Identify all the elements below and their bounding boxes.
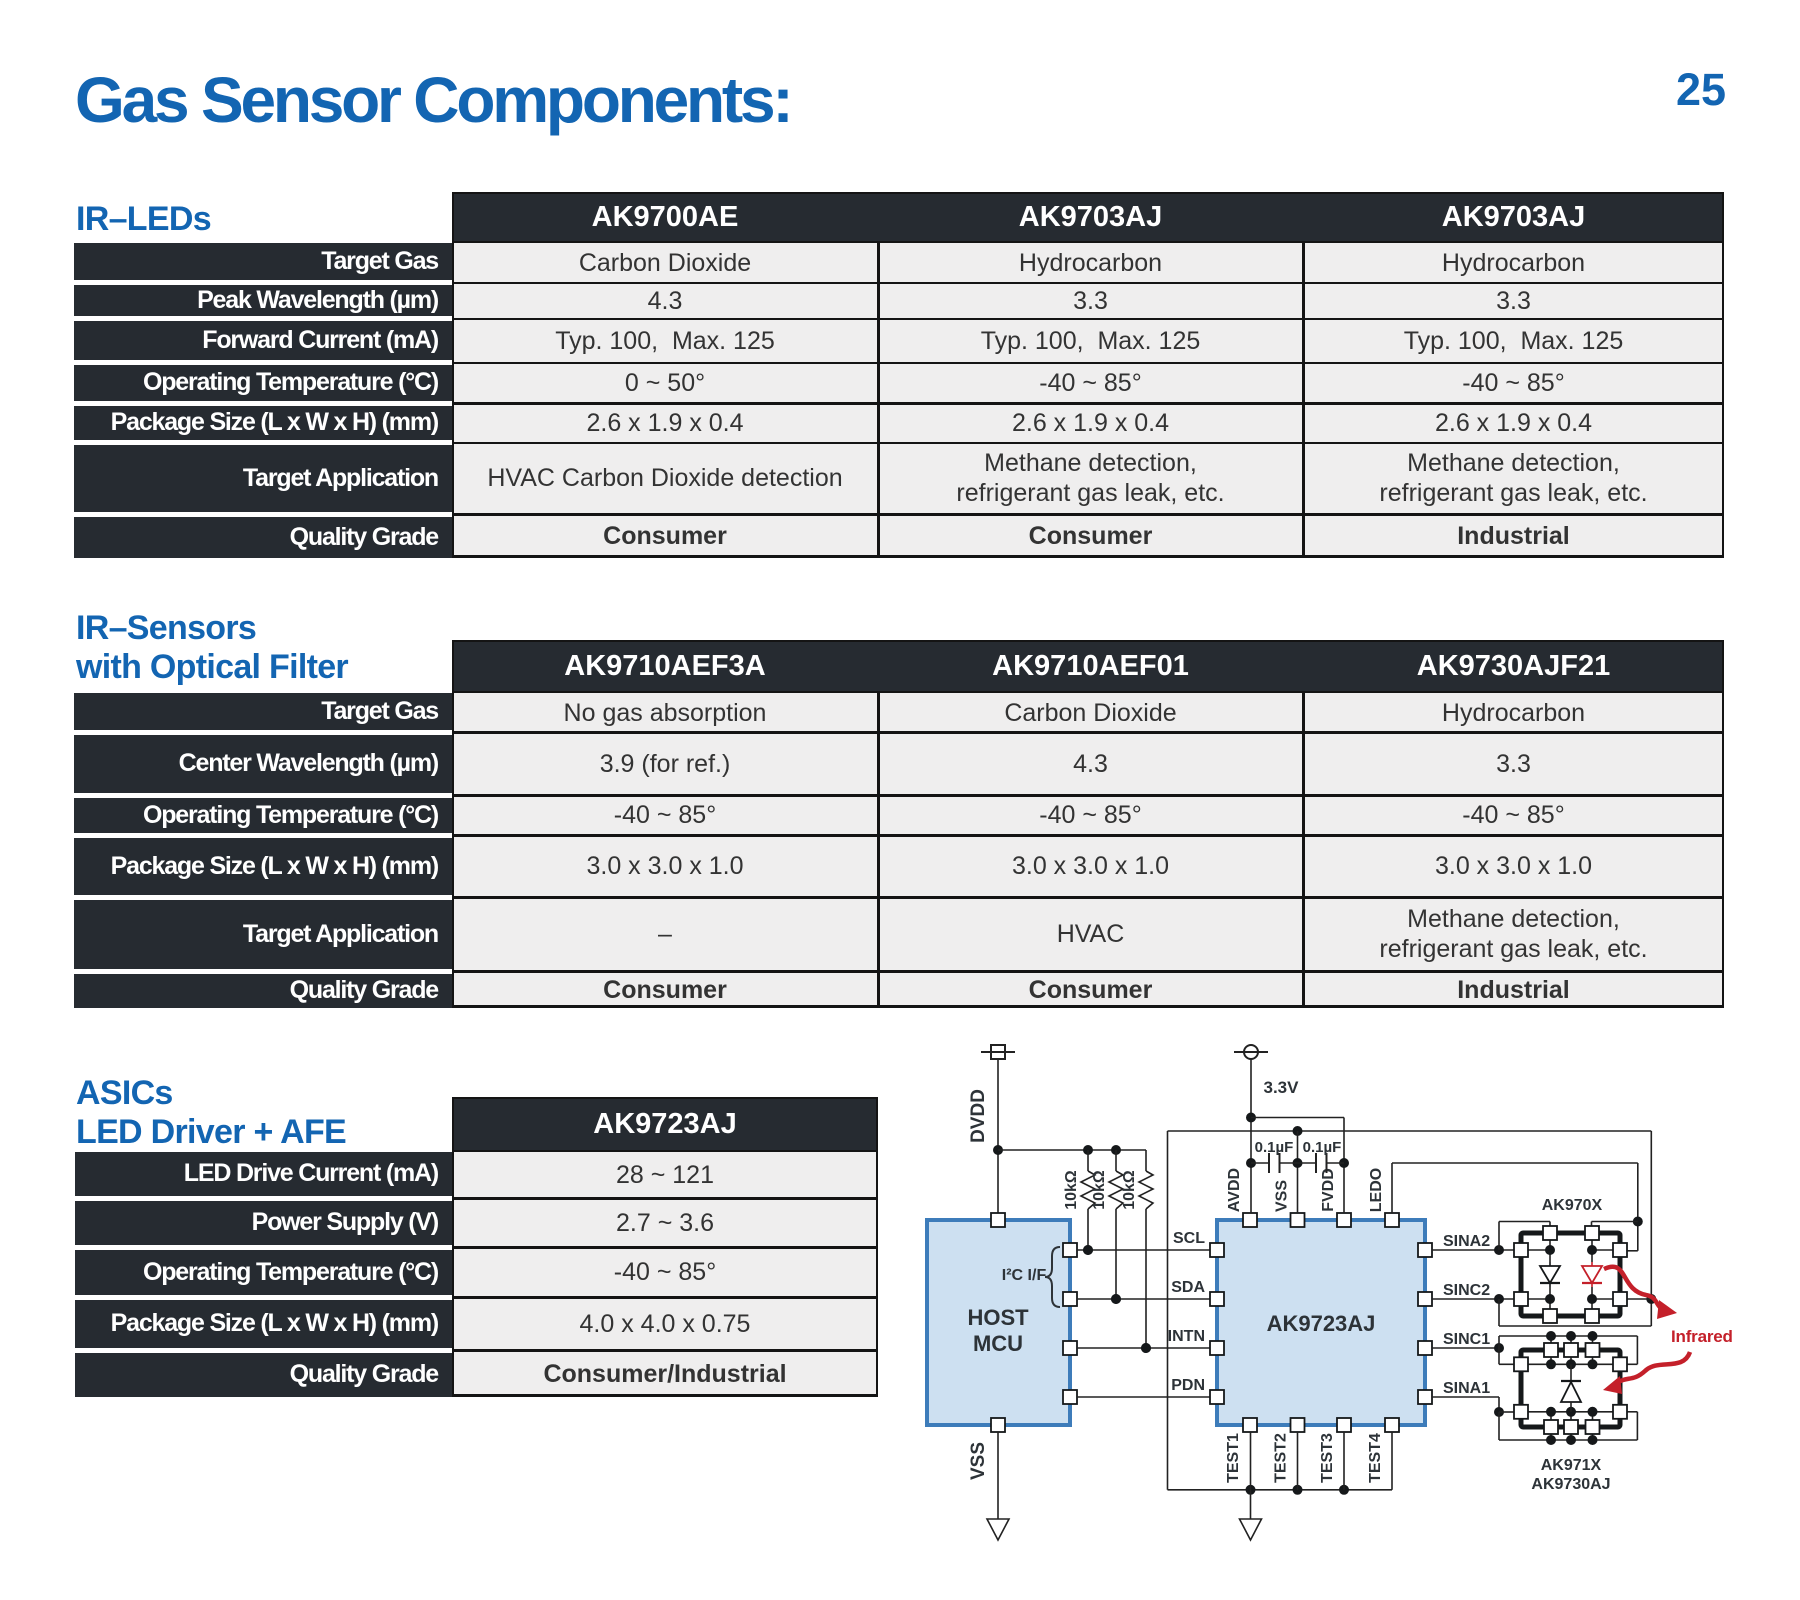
svg-text:10kΩ: 10kΩ [1063, 1170, 1080, 1210]
svg-text:MCU: MCU [973, 1331, 1023, 1356]
svg-text:SDA: SDA [1171, 1279, 1205, 1296]
svg-text:VSS: VSS [968, 1442, 989, 1480]
svg-text:AVDD: AVDD [1226, 1168, 1243, 1212]
svg-text:VSS: VSS [1274, 1180, 1291, 1212]
svg-text:SINC1: SINC1 [1443, 1331, 1490, 1348]
svg-text:TEST3: TEST3 [1319, 1433, 1336, 1483]
svg-text:DVDD: DVDD [968, 1089, 989, 1143]
svg-text:TEST2: TEST2 [1273, 1433, 1290, 1483]
svg-text:0.1µF: 0.1µF [1303, 1139, 1342, 1156]
svg-text:I²C I/F: I²C I/F [1002, 1267, 1047, 1284]
svg-text:10kΩ: 10kΩ [1091, 1170, 1108, 1210]
svg-text:SINA1: SINA1 [1443, 1380, 1490, 1397]
svg-text:Infrared: Infrared [1671, 1327, 1733, 1346]
svg-text:LEDO: LEDO [1368, 1168, 1385, 1212]
svg-text:TEST1: TEST1 [1225, 1433, 1242, 1483]
svg-text:SINA2: SINA2 [1443, 1233, 1490, 1250]
svg-text:AK970X: AK970X [1542, 1197, 1603, 1214]
svg-text:AK9723AJ: AK9723AJ [1267, 1311, 1376, 1336]
svg-text:SINC2: SINC2 [1443, 1282, 1490, 1299]
svg-text:FVDD: FVDD [1320, 1168, 1337, 1212]
svg-text:SCL: SCL [1173, 1230, 1205, 1247]
svg-text:3.3V: 3.3V [1264, 1078, 1300, 1097]
svg-text:AK9730AJ: AK9730AJ [1531, 1476, 1610, 1493]
svg-text:TEST4: TEST4 [1367, 1433, 1384, 1483]
svg-text:AK971X: AK971X [1541, 1457, 1602, 1474]
svg-text:INTN: INTN [1168, 1328, 1205, 1345]
svg-text:10kΩ: 10kΩ [1121, 1170, 1138, 1210]
svg-text:PDN: PDN [1171, 1377, 1205, 1394]
svg-text:HOST: HOST [967, 1305, 1029, 1330]
svg-text:0.1µF: 0.1µF [1255, 1139, 1294, 1156]
